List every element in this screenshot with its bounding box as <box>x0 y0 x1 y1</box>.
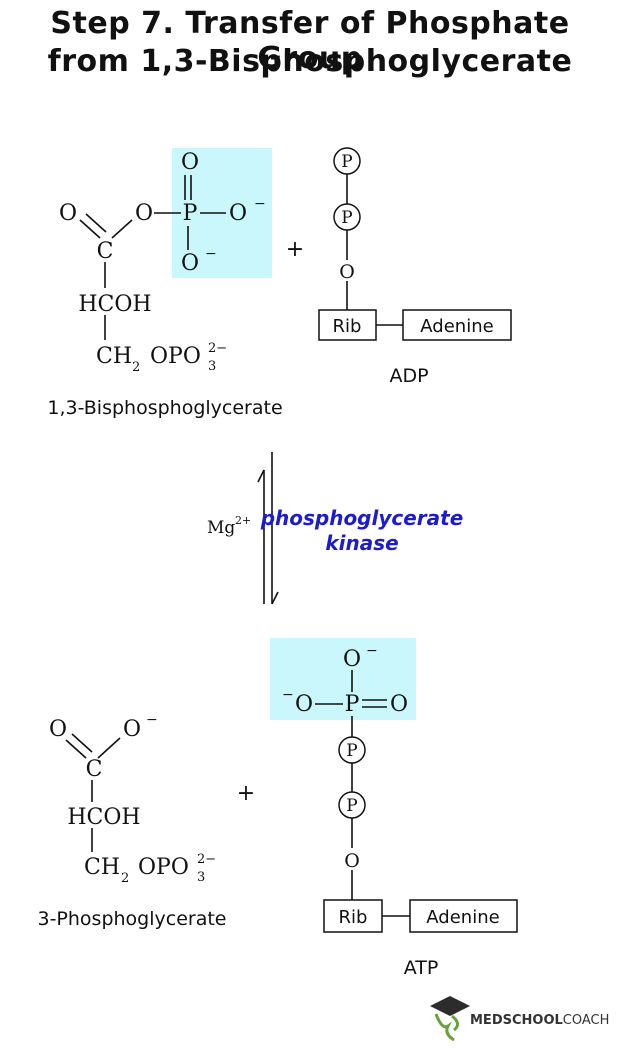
phosphate-circle-2 <box>333 203 361 231</box>
hcoh-group: HCOH <box>78 292 151 317</box>
ribose-label: Rib <box>339 907 368 928</box>
phosphate-2-label: P <box>341 208 352 228</box>
brand-name-rest: COACH <box>563 1013 610 1028</box>
plus-sign-bottom: + <box>237 781 255 806</box>
arrow-left-head <box>257 469 265 483</box>
opo-charge: 2− <box>197 852 216 867</box>
double-bond-a <box>79 219 101 239</box>
title-line-2: from 1,3-Bisphosphoglycerate <box>47 44 573 79</box>
hcoh-group: HCOH <box>67 805 140 830</box>
charge: − <box>146 712 158 728</box>
phosphate-2-label: P <box>346 796 357 816</box>
atom-o-carbonyl: O <box>59 201 77 226</box>
plus-sign-top: + <box>286 237 304 262</box>
opo-group: OPO <box>150 344 201 369</box>
charge-left: − <box>282 687 294 703</box>
svg-text:MEDSCHOOLCOACH: MEDSCHOOLCOACH <box>470 1013 609 1028</box>
brand-name-bold: MEDSCHOOL <box>470 1013 563 1028</box>
phosphate-1-label: P <box>341 152 352 172</box>
atom-o: O <box>344 850 360 872</box>
bond-c-o <box>111 219 133 239</box>
caduceus-icon <box>434 1013 455 1042</box>
phosphate-circle-1 <box>333 147 361 175</box>
double-bond-a <box>65 739 87 759</box>
atom-p: P <box>183 201 198 226</box>
cofactor-mg: Mg <box>207 518 235 538</box>
title-line-1: Step 7. Transfer of Phosphate Group <box>50 6 570 76</box>
charge-right: − <box>254 196 266 212</box>
ch2-subscript: 2 <box>132 360 140 375</box>
atom-o-carbonyl: O <box>49 717 67 742</box>
ribose-box <box>323 899 383 933</box>
opo-charge: 2− <box>208 341 227 356</box>
adenine-label: Adenine <box>426 907 499 928</box>
atp-label: ATP <box>404 957 439 979</box>
phosphate-1-label: P <box>346 741 357 761</box>
adenine-box <box>402 309 512 341</box>
atom-o-right: O <box>123 717 141 742</box>
adp-structure: P P O Rib Adenine <box>318 147 512 341</box>
cofactor-charge: 2+ <box>235 514 251 527</box>
atom-o-right: O <box>229 201 247 226</box>
charge-bottom: − <box>205 246 217 262</box>
medschoolcoach-logo: MEDSCHOOLCOACH <box>430 996 609 1042</box>
atom-o-ester: O <box>135 201 153 226</box>
enzyme-name-line-1: phosphoglycerate <box>260 506 464 530</box>
ch2-group: CH <box>84 855 120 880</box>
atom-o: O <box>339 261 355 283</box>
atom-o-bottom: O <box>181 251 199 276</box>
opo-subscript: 3 <box>197 870 205 885</box>
adp-label: ADP <box>389 365 428 387</box>
arrow-right-head <box>271 591 279 605</box>
atom-p: P <box>345 692 360 717</box>
graduation-cap-icon <box>430 996 470 1016</box>
phosphoglycerate-structure: O O − C HCOH CH 2 OPO 2− 3 <box>49 712 216 886</box>
atp-structure: O − − O P O P P O Rib Adenine <box>270 638 518 933</box>
atom-c: C <box>86 757 103 782</box>
ribose-label: Rib <box>333 316 362 337</box>
atom-c: C <box>97 239 114 264</box>
bisphosphoglycerate-structure: O O P O O − O − C HCOH CH 2 OPO 2− 3 <box>59 148 272 375</box>
atom-o-right: O <box>390 692 408 717</box>
enzyme-name-line-2: kinase <box>325 531 398 555</box>
atom-o-top: O <box>343 647 361 672</box>
phosphate-circle-2 <box>338 791 366 819</box>
reversible-arrow <box>257 452 279 605</box>
ribose-box <box>318 309 377 341</box>
ch2-group: CH <box>96 344 132 369</box>
atom-o-top: O <box>181 150 199 175</box>
adenine-label: Adenine <box>420 316 493 337</box>
double-bond-b <box>71 733 93 753</box>
atom-o-left: O <box>295 692 313 717</box>
caduceus-wing-icon <box>451 1014 459 1032</box>
opo-group: OPO <box>138 855 189 880</box>
opo-subscript: 3 <box>208 359 216 374</box>
bond-c-o <box>97 737 121 759</box>
phosphoglycerate-label: 3-Phosphoglycerate <box>37 908 226 930</box>
adenine-box <box>409 899 518 933</box>
bisphosphoglycerate-label: 1,3-Bisphosphoglycerate <box>47 397 282 419</box>
double-bond-b <box>85 213 107 233</box>
ch2-subscript: 2 <box>121 871 129 886</box>
phosphate-highlight <box>270 638 416 720</box>
phosphate-circle-1 <box>338 736 366 764</box>
charge-top: − <box>366 643 378 659</box>
